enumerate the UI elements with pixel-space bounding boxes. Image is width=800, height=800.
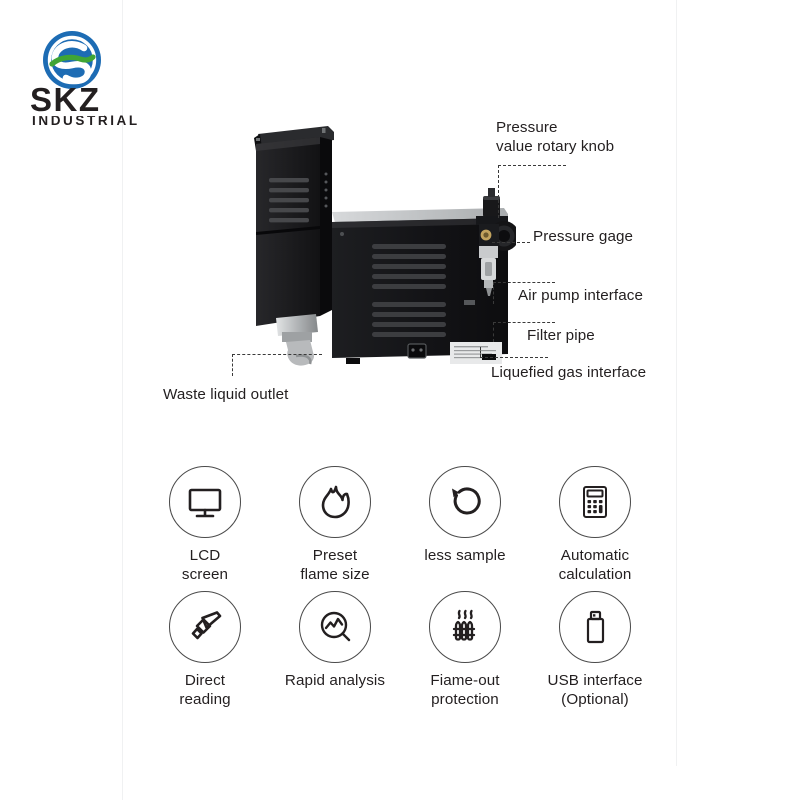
- product-photo: [236, 104, 519, 374]
- callout-liquefied-gas: Liquefied gas interface: [491, 364, 647, 381]
- brand-logo: SKZ INDUSTRIAL: [28, 28, 146, 130]
- callout-pressure-knob: Pressure value rotary knob: [496, 119, 615, 156]
- megaphone-icon: [169, 591, 241, 663]
- feature-row-2: Direct reading Rapid analysis: [140, 591, 660, 710]
- feature-label: LCD screen: [181, 547, 229, 583]
- monitor-icon: [169, 466, 241, 538]
- feature-label: USB interface (Optional): [547, 672, 643, 708]
- chart-search-icon: [299, 591, 371, 663]
- feature-label: Automatic calculation: [558, 547, 632, 583]
- callout-air-pump-interface: Air pump interface: [518, 287, 644, 304]
- feature-flame-out-protection: Fiame-out protection: [400, 591, 530, 710]
- callout-filter-pipe: Filter pipe: [527, 327, 595, 344]
- svg-text:SKZ: SKZ: [30, 81, 101, 118]
- feature-label: Direct reading: [179, 672, 231, 708]
- feature-direct-reading: Direct reading: [140, 591, 270, 710]
- panel-divider-right: [676, 0, 677, 766]
- feature-label: Preset flame size: [300, 547, 370, 583]
- svg-text:INDUSTRIAL: INDUSTRIAL: [32, 113, 140, 128]
- feature-label: Fiame-out protection: [430, 672, 500, 708]
- feature-lcd-screen: LCD screen: [140, 466, 270, 591]
- feature-label: Rapid analysis: [284, 672, 386, 689]
- feature-grid: LCD screen Preset flame size less s: [140, 466, 660, 710]
- skz-circle-logo: SKZ INDUSTRIAL: [30, 31, 140, 128]
- feature-automatic-calculation: Automatic calculation: [530, 466, 660, 591]
- refresh-icon: [429, 466, 501, 538]
- callout-pressure-gage: Pressure gage: [533, 228, 634, 245]
- feature-label: less sample: [424, 547, 506, 564]
- feature-preset-flame-size: Preset flame size: [270, 466, 400, 591]
- feature-less-sample: less sample: [400, 466, 530, 591]
- feature-row-1: LCD screen Preset flame size less s: [140, 466, 660, 591]
- flame-icon: [299, 466, 371, 538]
- heater-icon: [429, 591, 501, 663]
- callout-waste-liquid-outlet: Waste liquid outlet: [163, 386, 289, 403]
- panel-divider-left: [122, 0, 123, 800]
- feature-rapid-analysis: Rapid analysis: [270, 591, 400, 710]
- usb-drive-icon: [559, 591, 631, 663]
- feature-usb-interface: USB interface (Optional): [530, 591, 660, 710]
- calculator-icon: [559, 466, 631, 538]
